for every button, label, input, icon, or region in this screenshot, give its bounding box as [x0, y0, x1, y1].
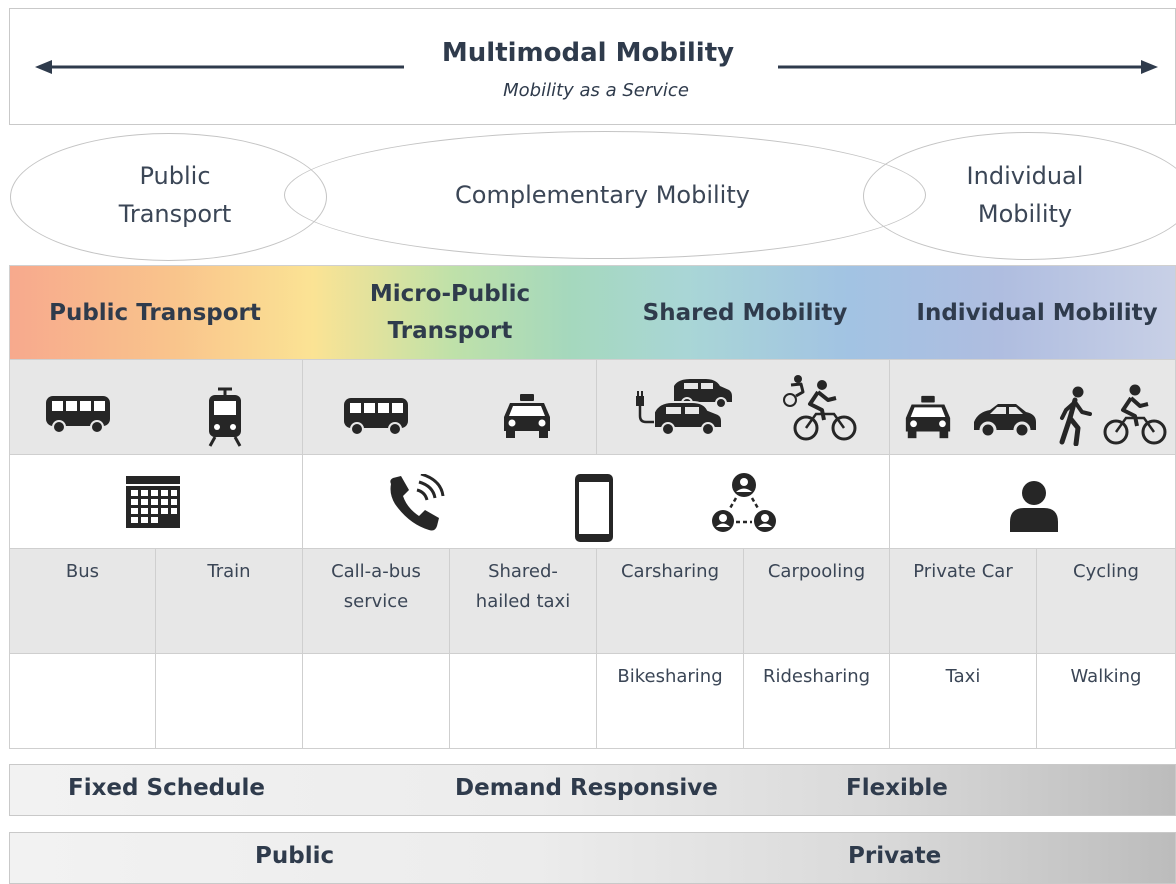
- bikesharing-icon: [783, 375, 857, 441]
- cycling-icon: [1103, 384, 1167, 445]
- taxi-icon: [504, 394, 550, 438]
- ownership-bar: [9, 832, 1176, 884]
- mode-label-line: Cycling: [1073, 561, 1139, 582]
- mode-label-line: Call-a-bus: [331, 561, 421, 582]
- electric-carsharing-icon: [636, 379, 732, 436]
- mode-label: Call-a-bus service: [303, 549, 449, 617]
- mode-cell-empty: [303, 654, 450, 749]
- left-arrow-icon: [35, 60, 404, 74]
- banner-title: Multimodal Mobility: [441, 38, 735, 68]
- mode-label: Bikesharing: [597, 654, 743, 692]
- mode-cell-empty: [9, 654, 156, 749]
- category-shared-mobility: Shared Mobility: [642, 300, 848, 326]
- mode-cell-cycling: Cycling: [1037, 549, 1176, 654]
- calendar-icon: [126, 476, 180, 528]
- mode-cell-empty: [450, 654, 597, 749]
- mode-cell-train: Train: [156, 549, 303, 654]
- mode-label: Bus: [10, 549, 155, 587]
- mode-cell-taxi: Taxi: [890, 654, 1037, 749]
- banner-arrows: [35, 60, 1158, 74]
- mode-cell-bikesharing: Bikesharing: [597, 654, 744, 749]
- right-arrow-icon: [778, 60, 1158, 74]
- mode-label: [303, 654, 449, 662]
- mode-cell-private-car: Private Car: [890, 549, 1037, 654]
- mode-label-line: hailed taxi: [475, 591, 571, 612]
- ellipse-label-complementary: Complementary Mobility: [455, 181, 750, 209]
- mode-label: [156, 654, 302, 662]
- ownership-public-label: Public: [255, 843, 335, 869]
- network-people-icon: [712, 473, 776, 532]
- schedule-flexible-label: Flexible: [846, 775, 948, 801]
- mode-cell-walking: Walking: [1037, 654, 1176, 749]
- phone-call-icon: [390, 474, 445, 531]
- taxi-icon: [905, 395, 951, 439]
- smartphone-icon: [575, 474, 613, 542]
- ownership-private-label: Private: [848, 843, 942, 869]
- category-public-transport: Public Transport: [49, 300, 261, 326]
- mode-label: Ridesharing: [744, 654, 889, 692]
- category-individual-mobility: Individual Mobility: [916, 300, 1158, 326]
- banner-subtitle: Mobility as a Service: [503, 80, 689, 101]
- mode-label: Taxi: [890, 654, 1036, 692]
- schedule-bar: [9, 764, 1176, 816]
- mode-label: Walking: [1037, 654, 1175, 692]
- mode-label: Train: [156, 549, 302, 587]
- mode-label: Carsharing: [597, 549, 743, 587]
- category-header-band: [9, 265, 1176, 360]
- mode-label: Private Car: [890, 549, 1036, 587]
- mode-label-line: Walking: [1070, 666, 1142, 687]
- mode-cell-empty: [156, 654, 303, 749]
- mode-cell-shared-hailed-taxi: Shared-hailed taxi: [450, 549, 597, 654]
- mode-label-line: Carsharing: [620, 561, 720, 582]
- schedule-fixed-label: Fixed Schedule: [68, 775, 265, 801]
- mode-label-line: Carpooling: [767, 561, 866, 582]
- mode-cell-carpooling: Carpooling: [744, 549, 890, 654]
- individual-mobility-ellipse: [863, 132, 1176, 260]
- mode-cell-carsharing: Carsharing: [597, 549, 744, 654]
- car-icon: [974, 404, 1036, 439]
- mode-cell-call-a-bus: Call-a-bus service: [303, 549, 450, 654]
- mode-label-line: Bikesharing: [617, 666, 723, 687]
- mode-cell-bus: Bus: [9, 549, 156, 654]
- bus-icon: [344, 398, 408, 436]
- person-icon: [1010, 481, 1058, 532]
- ellipse-label-individual: Individual Mobility: [966, 162, 1084, 228]
- schedule-demand-label: Demand Responsive: [455, 775, 718, 801]
- mode-label-line: Taxi: [945, 666, 981, 687]
- tram-icon: [208, 387, 242, 447]
- bus-icon: [46, 396, 110, 434]
- mode-label: [10, 654, 155, 662]
- mode-label-line: Private Car: [913, 561, 1013, 582]
- category-micro-public-transport: Micro-Public Transport: [369, 281, 531, 344]
- mode-label: Cycling: [1037, 549, 1175, 587]
- mode-label: Carpooling: [744, 549, 889, 587]
- walking-icon: [1059, 386, 1092, 446]
- mode-label: Shared-hailed taxi: [450, 549, 596, 617]
- ellipse-label-public-transport: Public Transport: [118, 162, 232, 228]
- mode-label-line: Ridesharing: [762, 666, 871, 687]
- mode-label-line: Train: [207, 561, 251, 582]
- mode-cell-ridesharing: Ridesharing: [744, 654, 890, 749]
- mode-label-line: Shared-: [488, 561, 558, 582]
- mode-label-line: service: [343, 591, 409, 612]
- mode-label: [450, 654, 596, 662]
- mode-label-line: Bus: [65, 561, 100, 582]
